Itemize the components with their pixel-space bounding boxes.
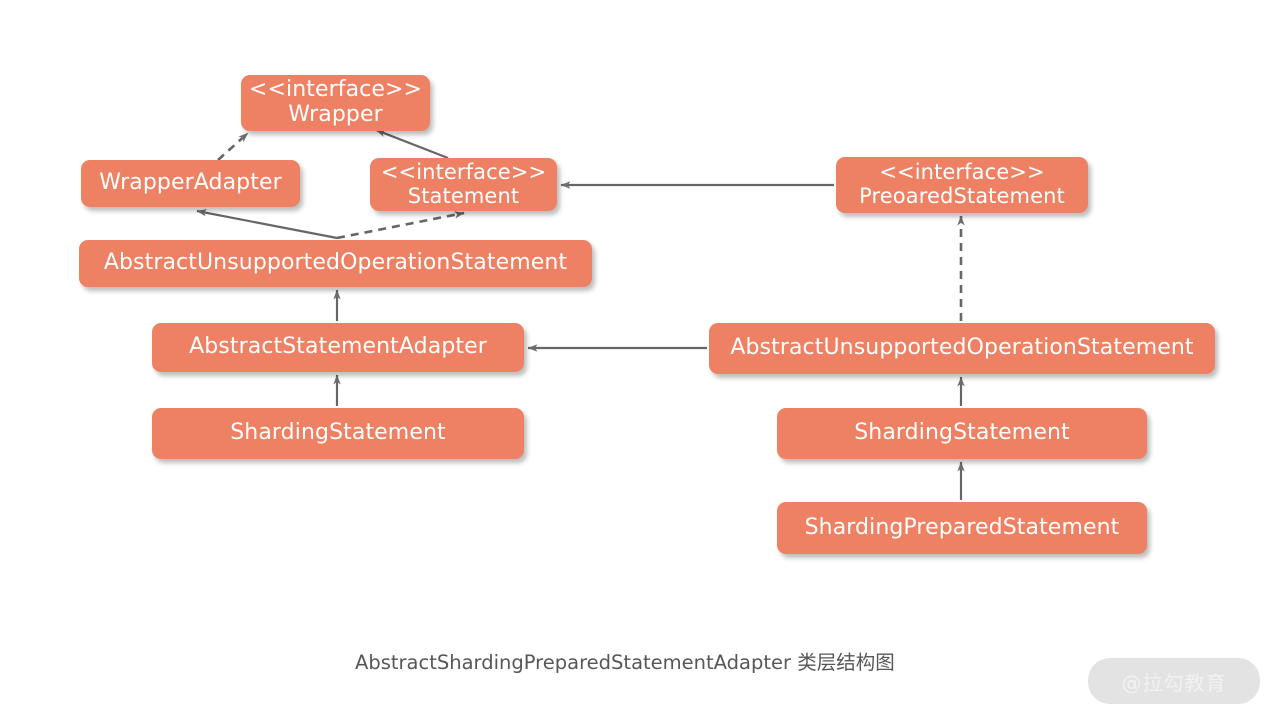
node-title: ShardingStatement bbox=[230, 420, 446, 446]
stereotype-label: <<interface>> bbox=[248, 77, 423, 103]
node-statement-interface[interactable]: <<interface>> Statement bbox=[370, 158, 557, 211]
edge-extends bbox=[196, 209, 338, 240]
node-title: AbstractUnsupportedOperationStatement bbox=[730, 335, 1194, 361]
node-wrapper-adapter[interactable]: WrapperAdapter bbox=[81, 160, 300, 207]
node-abstract-unsupported-operation-statement-left[interactable]: AbstractUnsupportedOperationStatement bbox=[79, 240, 592, 287]
node-title: Wrapper bbox=[288, 102, 383, 127]
edge-implements bbox=[336, 211, 465, 240]
node-title: ShardingPreparedStatement bbox=[804, 514, 1120, 540]
node-title: PreoaredStatement bbox=[859, 184, 1065, 208]
edge-extends bbox=[375, 128, 449, 160]
node-title: WrapperAdapter bbox=[99, 170, 282, 196]
stereotype-label: <<interface>> bbox=[879, 160, 1045, 185]
edge-implements bbox=[217, 132, 249, 161]
node-title: AbstractStatementAdapter bbox=[189, 334, 487, 360]
node-abstract-unsupported-operation-statement-right[interactable]: AbstractUnsupportedOperationStatement bbox=[709, 323, 1215, 374]
node-title: Statement bbox=[407, 183, 520, 208]
node-wrapper-interface[interactable]: <<interface>> Wrapper bbox=[241, 75, 430, 131]
node-title: AbstractUnsupportedOperationStatement bbox=[103, 250, 568, 276]
stereotype-label: <<interface>> bbox=[380, 159, 547, 184]
node-sharding-statement-left[interactable]: ShardingStatement bbox=[152, 408, 524, 459]
diagram-caption: AbstractShardingPreparedStatementAdapter… bbox=[355, 651, 895, 674]
watermark-badge: @拉勾教育 bbox=[1088, 658, 1260, 704]
node-sharding-statement-right[interactable]: ShardingStatement bbox=[777, 408, 1147, 459]
node-abstract-statement-adapter[interactable]: AbstractStatementAdapter bbox=[152, 323, 524, 372]
node-prepared-statement-interface[interactable]: <<interface>> PreoaredStatement bbox=[836, 157, 1088, 213]
node-title: ShardingStatement bbox=[854, 420, 1070, 446]
node-sharding-prepared-statement[interactable]: ShardingPreparedStatement bbox=[777, 502, 1147, 554]
